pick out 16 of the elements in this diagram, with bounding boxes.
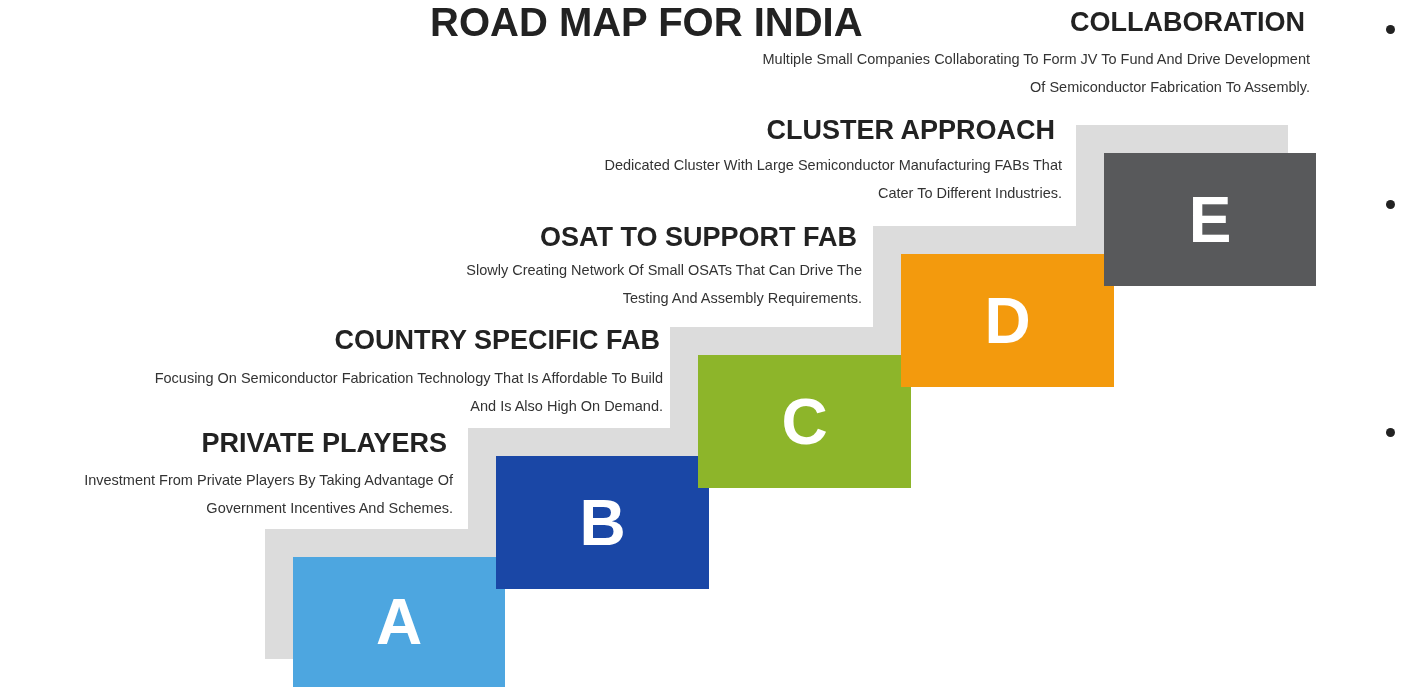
step-letter: D [984,288,1031,353]
step-letter: C [781,389,828,454]
description-text: Slowly Creating Network Of Small OSATs That Can Drive The Testing And Assembly Requirements. [465,261,862,308]
diagram-title: ROAD MAP FOR INDIA [430,0,863,45]
description-text: Multiple Small Companies Collaborating To Form JV To Fund And Drive Development Of Semiconductor Fabrication To Assembly. [761,50,1310,97]
step-letter: A [375,590,423,654]
step-letter: B [579,490,626,555]
description-text: Investment From Private Players By Taking Advantage Of Government Incentives And Schemes. [83,471,453,518]
step-letter: E [1188,187,1232,252]
section-heading: PRIVATE PLAYERS [201,428,447,458]
section-heading: CLUSTER APPROACH [766,115,1055,145]
section-heading: COLLABORATION [1070,7,1305,37]
section-heading: COUNTRY SPECIFIC FAB [334,325,660,355]
description-text: Dedicated Cluster With Large Semiconductor Manufacturing FABs That Cater To Different Industries. [603,156,1062,203]
description-text: Focusing On Semiconductor Fabrication Technology That Is Affordable To Build And Is Also High On Demand. [153,369,663,416]
section-heading: OSAT TO SUPPORT FAB [539,222,857,252]
